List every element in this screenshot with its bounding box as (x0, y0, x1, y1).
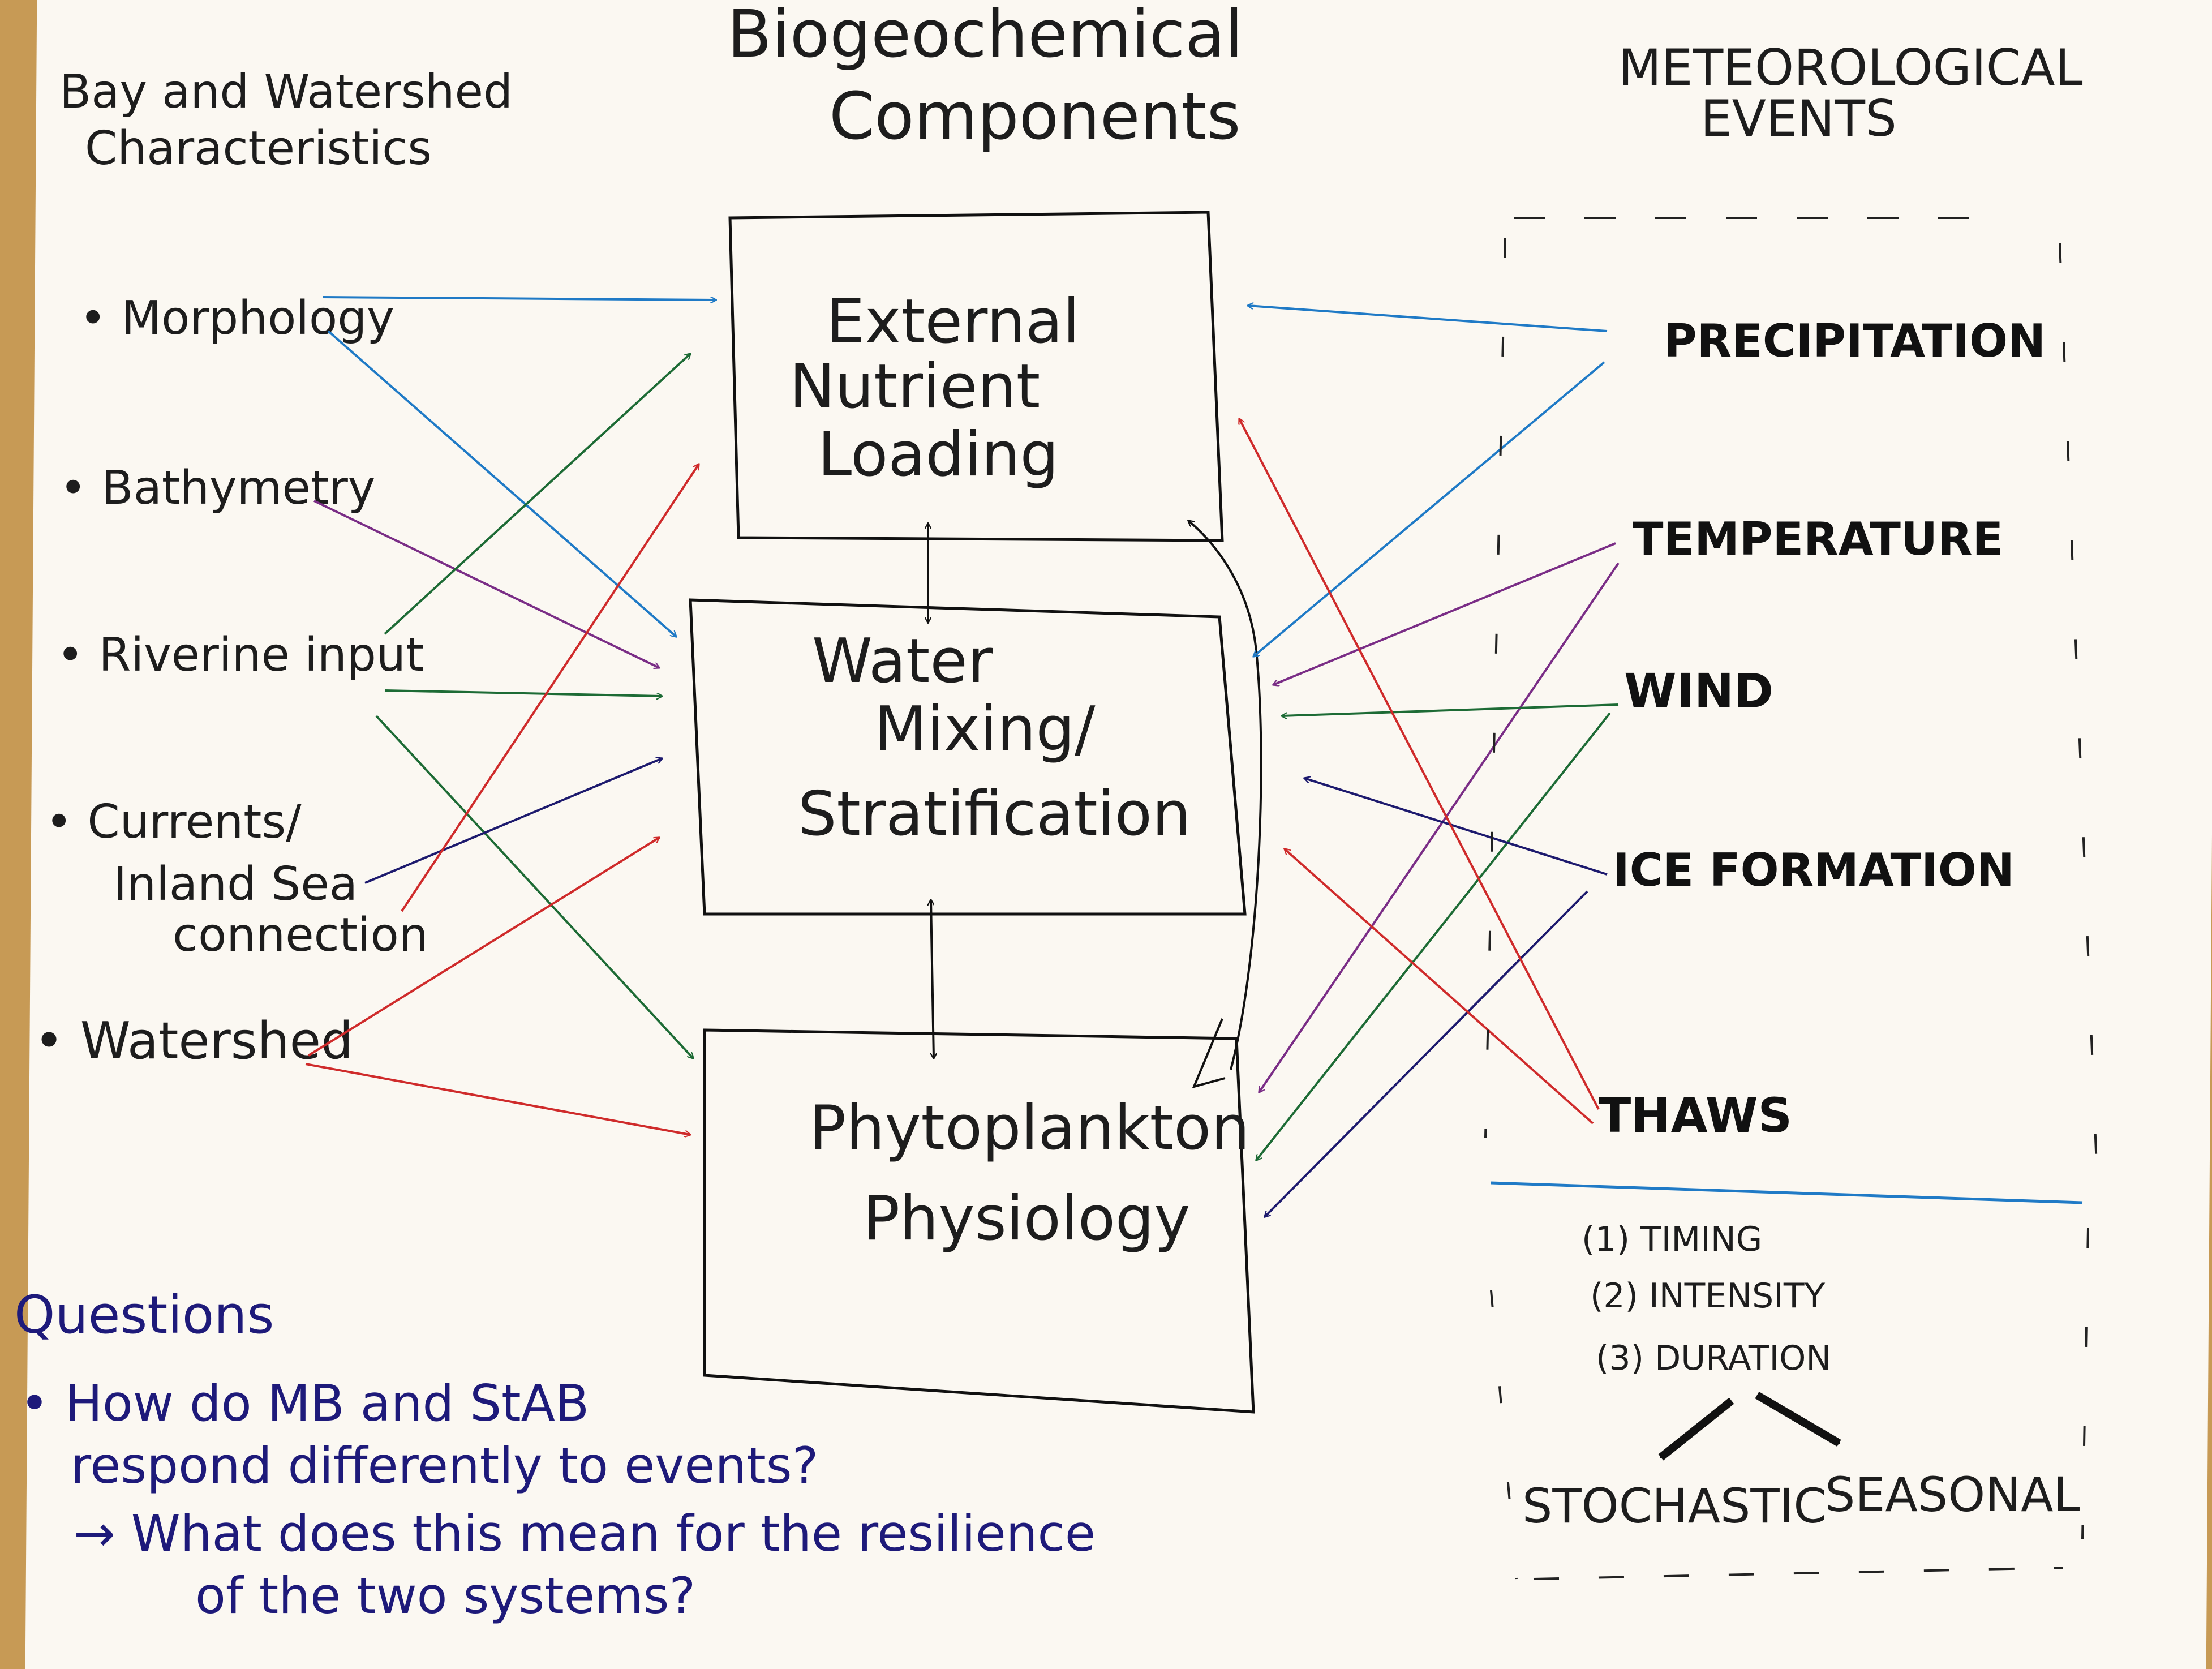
left-header: Bay and Watershed Characteristics (59, 65, 513, 175)
component-1-line-2: Nutrient (789, 351, 1040, 422)
arrow-currents-to-mixing (364, 758, 662, 884)
component-1-line-3: Loading (818, 419, 1059, 490)
center-header: Biogeochemical Components (727, 0, 1243, 155)
arrow-watershed-to-phyto (305, 1063, 690, 1135)
questions: Questions • How do MB and StAB respond d… (14, 1285, 1096, 1625)
arrow-bathymetry-to-mixing (313, 500, 659, 668)
right-header-line-1: METEOROLOGICAL (1618, 38, 2083, 97)
right-header-line-2: EVENTS (1700, 89, 1897, 148)
question-line-1: • How do MB and StAB (20, 1374, 589, 1432)
divider-line (1491, 1181, 2083, 1204)
type-stochastic: STOCHASTIC (1522, 1478, 1827, 1534)
event-list: PRECIPITATION TEMPERATURE WIND ICE FORMA… (1599, 315, 2046, 1143)
item-currents-line-3: connection (173, 908, 428, 962)
item-morphology: • Morphology (79, 291, 394, 345)
event-thaws: THAWS (1599, 1088, 1792, 1143)
event-precipitation: PRECIPITATION (1664, 315, 2046, 367)
arrow-precip-to-loading (1248, 306, 1608, 332)
item-currents-line-2: Inland Sea (113, 857, 358, 911)
arrow-watershed-to-mixing (307, 838, 659, 1057)
arrow-temp-to-mixing (1273, 542, 1616, 685)
arrow-wind-to-phyto (1256, 712, 1611, 1160)
event-ice-formation: ICE FORMATION (1613, 844, 2015, 896)
frame-bottom-dashes (1533, 1567, 2063, 1580)
question-line-3: → What does this mean for the resilience (74, 1504, 1096, 1563)
arrow-ice-to-mixing (1304, 778, 1608, 876)
event-wind: WIND (1624, 663, 1773, 719)
arrow-to-seasonal (1755, 1391, 1841, 1447)
event-frame (1484, 217, 2098, 1580)
arrow-thaws-to-loading (1239, 419, 1600, 1110)
arrow-loading-to-phyto-head (1192, 1018, 1226, 1089)
center-header-line-2: Components (829, 79, 1241, 155)
arrow-wind-to-mixing (1282, 703, 1619, 716)
component-2-line-3: Stratification (798, 779, 1191, 849)
component-water-mixing: Water Mixing/ Stratification (689, 598, 1247, 916)
component-2-line-2: Mixing/ (874, 694, 1096, 765)
item-currents-line-1: • Currents/ (45, 795, 302, 849)
question-line-2: respond differently to events? (71, 1436, 818, 1495)
attribute-timing: (1) TIMING (1582, 1220, 1762, 1259)
item-watershed: • Watershed (34, 1011, 353, 1071)
component-phytoplankton-physiology: Phytoplankton Physiology (703, 1028, 1255, 1414)
question-line-4: of the two systems? (195, 1567, 695, 1625)
component-external-nutrient-loading: External Nutrient Loading (728, 211, 1224, 542)
attribute-intensity: (2) INTENSITY (1590, 1276, 1826, 1316)
arrow-temp-to-phyto (1259, 562, 1620, 1092)
left-header-line-1: Bay and Watershed (59, 65, 513, 119)
arrow-mixing-phyto (931, 900, 934, 1058)
component-3-line-2: Physiology (863, 1183, 1190, 1254)
arrow-phyto-to-loading (1188, 521, 1262, 1070)
arrow-riverine-to-mixing (384, 689, 662, 696)
frame-left-dashes (1484, 237, 1506, 1138)
box-external-nutrient-loading (728, 211, 1224, 542)
frame-right-lower-dashes (2081, 1228, 2089, 1540)
arrow-to-stochastic (1658, 1397, 1734, 1461)
arrow-thaws-to-mixing (1285, 849, 1594, 1125)
box-phytoplankton-physiology (703, 1028, 1255, 1414)
arrow-riverine-to-phyto (375, 715, 693, 1058)
left-arrows (305, 296, 716, 1135)
component-1-line-1: External (826, 286, 1080, 357)
arrow-watershed-to-loading (401, 464, 699, 912)
questions-heading: Questions (14, 1285, 274, 1345)
left-items: • Morphology • Bathymetry • Riverine inp… (34, 291, 428, 1071)
arrow-precip-to-mixing (1253, 361, 1605, 657)
frame-right-dashes (2059, 243, 2098, 1166)
left-header-line-2: Characteristics (85, 122, 432, 175)
right-arrows (1239, 306, 1620, 1217)
item-riverine-input: • Riverine input (57, 628, 424, 682)
event-attributes: (1) TIMING (2) INTENSITY (3) DURATION ST… (1522, 1220, 2080, 1534)
frame-left-lower-dashes (1490, 1290, 1518, 1580)
center-header-line-1: Biogeochemical (727, 0, 1243, 72)
type-seasonal: SEASONAL (1825, 1467, 2080, 1522)
arrow-morphology-to-loading (322, 296, 716, 300)
component-2-line-1: Water (812, 626, 993, 697)
component-3-line-1: Phytoplankton (809, 1093, 1250, 1164)
right-header: METEOROLOGICAL EVENTS (1618, 38, 2083, 148)
arrow-riverine-to-loading (384, 354, 690, 635)
event-temperature: TEMPERATURE (1633, 513, 2003, 565)
box-water-mixing (689, 598, 1247, 916)
attribute-duration: (3) DURATION (1596, 1338, 1831, 1378)
arrow-ice-to-phyto (1265, 890, 1588, 1217)
